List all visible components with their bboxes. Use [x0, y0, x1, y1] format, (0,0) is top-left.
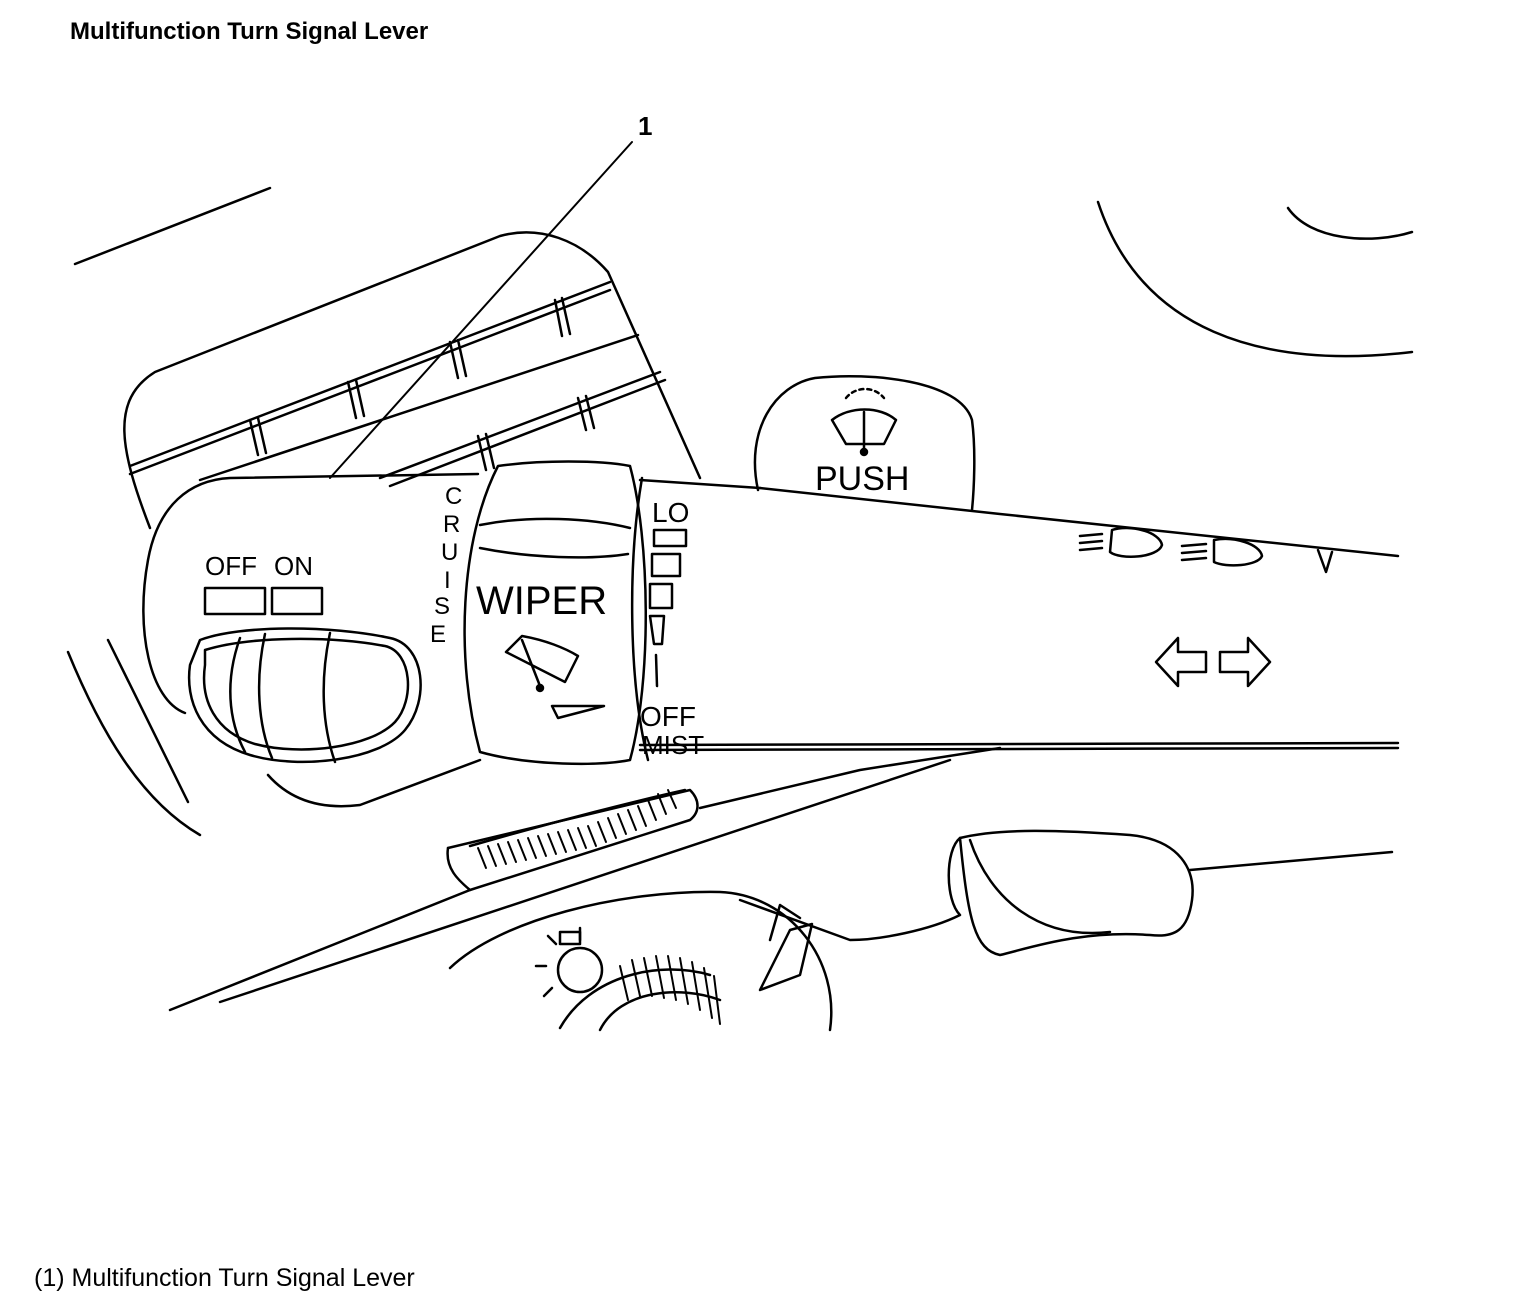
diagram-title: Multifunction Turn Signal Lever [70, 18, 429, 45]
dashboard-outline [66, 186, 1414, 837]
wiper-ring [463, 460, 650, 766]
cruise-switch-boxes [203, 586, 324, 616]
knurled-wheel-upper [477, 789, 677, 869]
callout-leader [329, 141, 633, 479]
cruise-thumbwheel [187, 627, 482, 808]
dash-light-icon [534, 926, 604, 998]
cruise-label-letter: I [444, 567, 451, 594]
knurled-wheel-lower [619, 955, 721, 1025]
turn-right-arrow-icon [1218, 636, 1272, 688]
wiper-lo-label: LO [652, 497, 689, 528]
wiper-off-label: OFF [640, 701, 696, 732]
washer-wiper-icon [830, 387, 898, 457]
figure-caption: (1) Multifunction Turn Signal Lever [34, 1264, 415, 1292]
wiper-label: WIPER [476, 579, 607, 623]
lever-tip-notch [1316, 548, 1334, 574]
cruise-label-letter: S [434, 593, 450, 620]
cruise-on-label: ON [274, 551, 313, 581]
wiper-icon [504, 634, 606, 720]
push-label: PUSH [815, 460, 909, 498]
lever-illustration: 1 OFF ON C R U I S E WIPER LO OFF MIST P… [66, 111, 1414, 1032]
high-beam-icon [1078, 526, 1164, 558]
wiper-speed-markers [648, 528, 688, 688]
low-beam-icon [1180, 537, 1264, 567]
callout-number: 1 [638, 111, 652, 141]
washer-push-button[interactable] [753, 374, 976, 512]
dash-lamp-knob [448, 890, 833, 1032]
cruise-label-letter: R [443, 511, 460, 538]
column-shroud [123, 231, 702, 530]
cruise-label-letter: U [441, 539, 458, 566]
lever-body [142, 472, 1400, 752]
cruise-label-letter: E [430, 621, 446, 648]
cruise-label-letter: C [445, 483, 462, 510]
turn-left-arrow-icon [1154, 636, 1208, 688]
wiper-mist-label: MIST [642, 730, 704, 760]
lower-column-trim [168, 746, 1394, 1012]
cruise-off-label: OFF [205, 551, 257, 581]
